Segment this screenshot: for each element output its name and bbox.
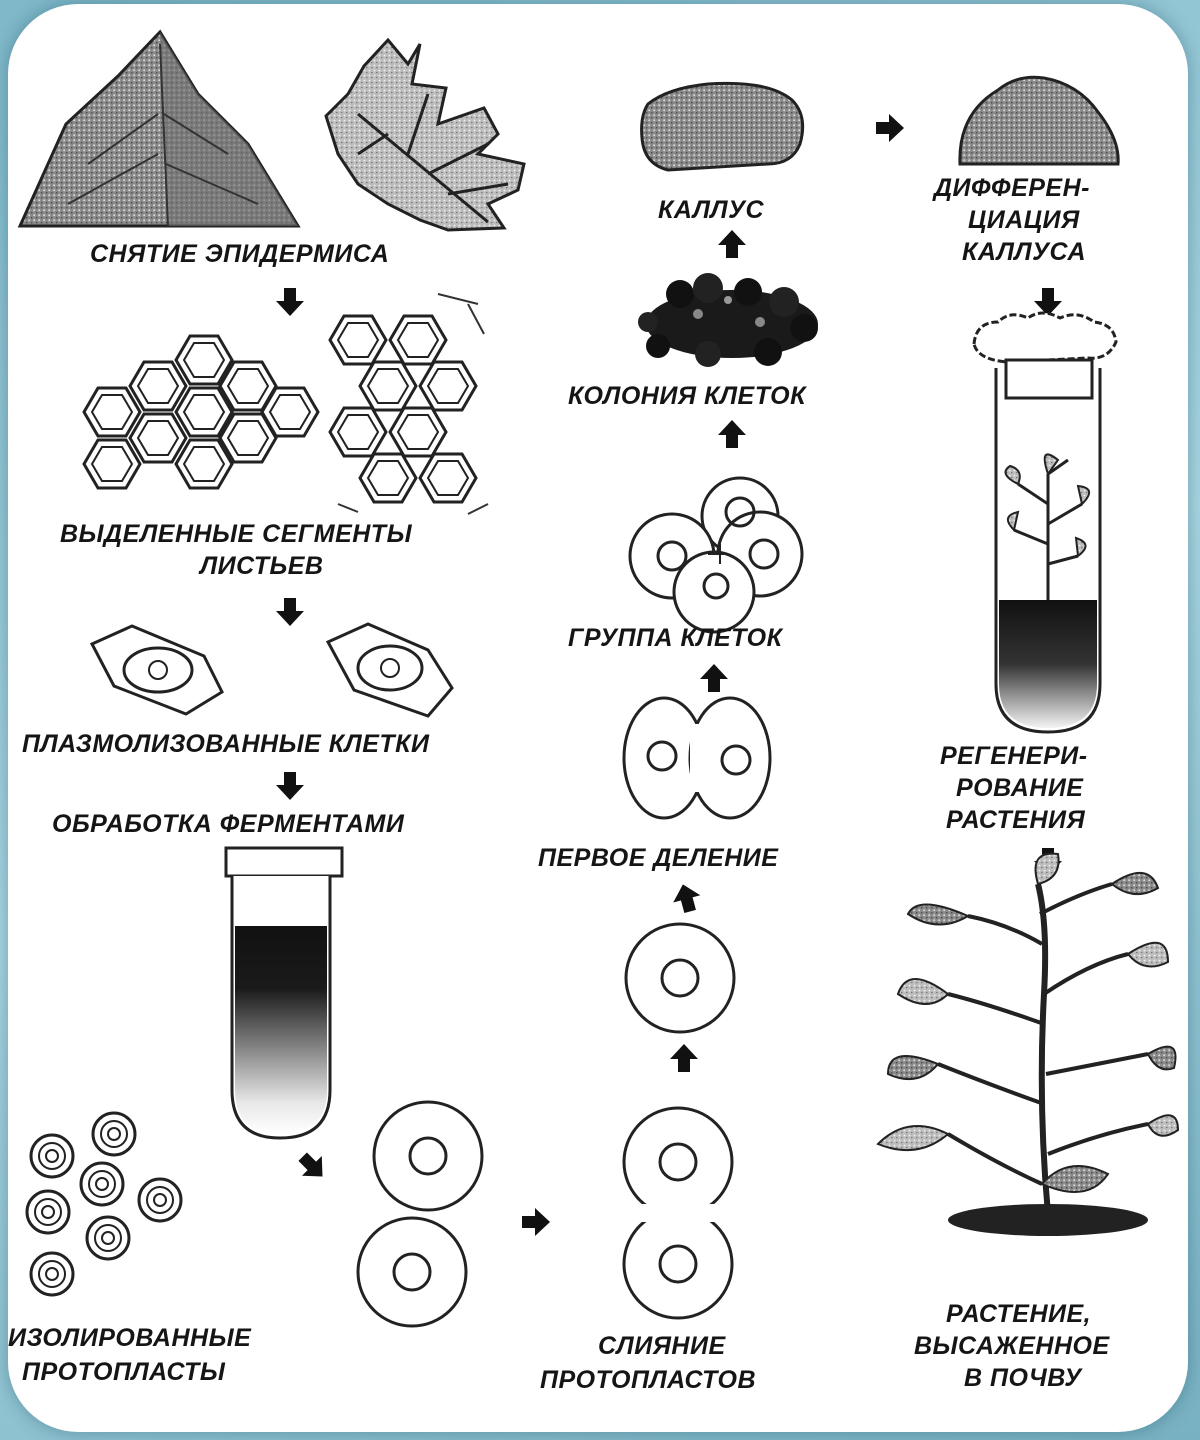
label-planted-line3: В ПОЧВУ — [964, 1364, 1082, 1393]
callus-icon — [642, 83, 803, 170]
label-leaf-segments-line1: ВЫДЕЛЕННЫЕ СЕГМЕНТЫ — [60, 520, 412, 549]
arrow-up-icon — [718, 230, 746, 258]
plasmolyzed-cell-right-icon — [328, 624, 452, 716]
label-plant-regeneration-line3: РАСТЕНИЯ — [946, 806, 1085, 835]
label-leaf-segments-line2: ЛИСТЬЕВ — [200, 552, 323, 581]
leaf-lobed-icon — [326, 40, 524, 230]
fused-protoplasts-icon — [624, 1108, 732, 1318]
hybrid-cell-icon — [626, 924, 734, 1032]
label-plasmolyzed-cells: ПЛАЗМОЛИЗОВАННЫЕ КЛЕТКИ — [22, 730, 430, 759]
arrow-down-icon — [1034, 288, 1062, 316]
protoplast-pair-icon — [358, 1102, 482, 1326]
cell-colony-icon — [638, 273, 818, 367]
diagram-panel: СНЯТИЕ ЭПИДЕРМИСА ВЫДЕЛЕННЫЕ СЕГМЕНТЫ ЛИ… — [8, 4, 1188, 1432]
cell-group-icon — [630, 478, 802, 632]
regeneration-tube-icon — [974, 313, 1116, 732]
arrow-up-icon — [669, 881, 703, 915]
label-plant-regeneration-line1: РЕГЕНЕРИ- — [940, 742, 1088, 771]
arrow-diagonal-icon — [293, 1147, 333, 1187]
label-callus-differentiation-line3: КАЛЛУСА — [962, 238, 1086, 267]
arrow-right-icon — [876, 114, 904, 142]
label-protoplast-fusion-line2: ПРОТОПЛАСТОВ — [540, 1366, 756, 1395]
arrow-right-icon — [522, 1208, 550, 1236]
label-callus: КАЛЛУС — [658, 196, 764, 225]
label-plant-regeneration-line2: РОВАНИЕ — [956, 774, 1084, 803]
label-isolated-protoplasts-line1: ИЗОЛИРОВАННЫЕ — [8, 1324, 251, 1353]
label-cell-colony: КОЛОНИЯ КЛЕТОК — [568, 382, 806, 411]
enzyme-test-tube-icon — [226, 848, 342, 1138]
label-cell-group: ГРУППА КЛЕТОК — [568, 624, 782, 653]
leaf-triangle-icon — [20, 32, 298, 226]
arrow-up-icon — [718, 420, 746, 448]
differentiated-callus-icon — [960, 77, 1118, 164]
arrow-down-icon — [276, 598, 304, 626]
label-callus-differentiation-line1: ДИФФЕРЕН- — [934, 174, 1090, 203]
plasmolyzed-cell-left-icon — [92, 626, 222, 714]
label-protoplast-fusion-line1: СЛИЯНИЕ — [598, 1332, 726, 1361]
label-isolated-protoplasts-line2: ПРОТОПЛАСТЫ — [22, 1358, 225, 1387]
leaf-cells-left-icon — [84, 336, 318, 488]
label-planted-line2: ВЫСАЖЕННОЕ — [914, 1332, 1110, 1361]
arrow-down-icon — [276, 772, 304, 800]
first-division-icon — [624, 698, 770, 818]
arrow-up-icon — [670, 1044, 698, 1072]
label-epidermis-removal: СНЯТИЕ ЭПИДЕРМИСА — [90, 240, 389, 269]
isolated-protoplasts-icon — [27, 1113, 181, 1295]
leaf-cells-right-icon — [330, 294, 488, 514]
label-callus-differentiation-line2: ЦИАЦИЯ — [968, 206, 1080, 235]
potted-plant-icon — [878, 854, 1178, 1236]
label-planted-line1: РАСТЕНИЕ, — [946, 1300, 1091, 1329]
label-enzyme-treatment: ОБРАБОТКА ФЕРМЕНТАМИ — [52, 810, 404, 839]
arrow-down-icon — [276, 288, 304, 316]
arrow-up-icon — [700, 664, 728, 692]
label-first-division: ПЕРВОЕ ДЕЛЕНИЕ — [538, 844, 778, 873]
